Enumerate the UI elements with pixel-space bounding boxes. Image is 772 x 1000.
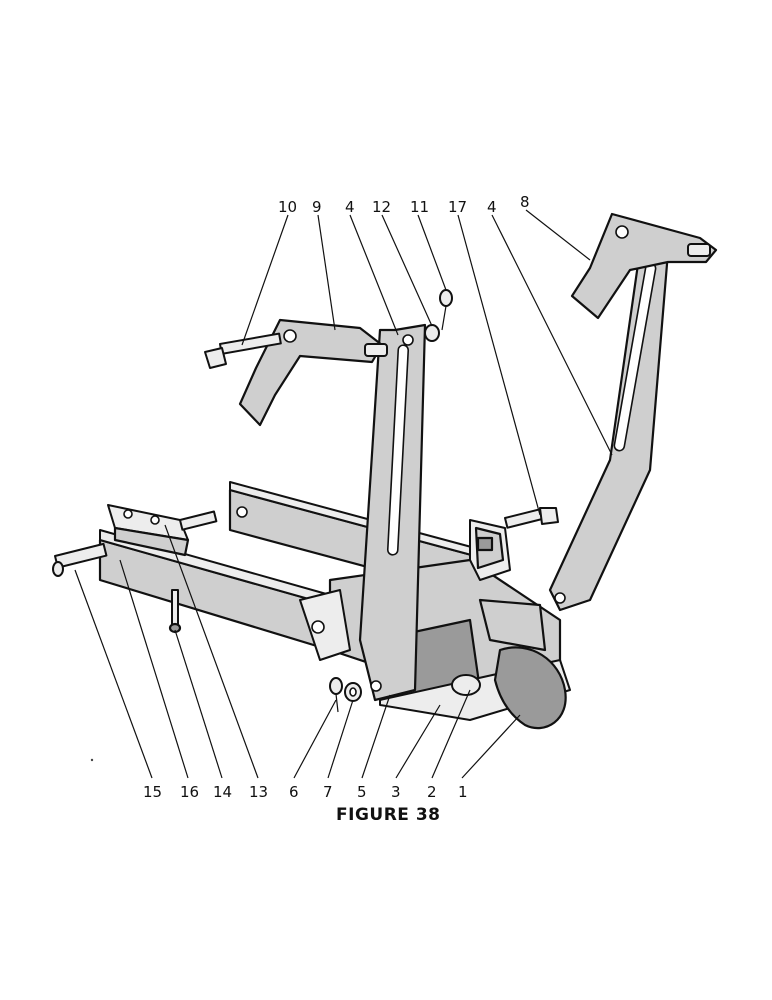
callout-6: 6: [289, 783, 299, 801]
callout-4-right: 4: [487, 198, 497, 216]
right-link: [548, 248, 670, 612]
leader-lines-top: [241, 209, 613, 516]
left-link: [358, 323, 427, 702]
bolt-14: [168, 589, 182, 634]
callouts-bottom: 15 16 14 13 6 7 5 3 2 1: [143, 783, 468, 801]
figure-caption: FIGURE 38: [336, 805, 440, 825]
callout-3: 3: [391, 783, 401, 801]
left-top-bracket: [238, 318, 388, 427]
callout-10: 10: [278, 198, 297, 216]
callout-16: 16: [180, 783, 199, 801]
callout-9: 9: [312, 198, 322, 216]
right-top-bracket: [570, 212, 718, 320]
hitch-jaw: [451, 598, 567, 730]
callout-12: 12: [372, 198, 391, 216]
scan-speck: [90, 758, 94, 762]
callout-4-left: 4: [345, 198, 355, 216]
callout-15: 15: [143, 783, 162, 801]
leader-lines-bottom: [74, 524, 521, 779]
callout-5: 5: [357, 783, 367, 801]
washer-pin-bottom: [329, 677, 362, 713]
bolt-17: [503, 507, 559, 529]
bolt-10: [204, 332, 282, 369]
washer-pin-top: [424, 289, 453, 342]
front-bracket: [107, 504, 190, 557]
callouts-top: 10 9 4 12 11 17 4 8: [278, 193, 530, 216]
callout-14: 14: [213, 783, 232, 801]
clamp-bracket: [469, 519, 511, 581]
callout-13: 13: [249, 783, 268, 801]
callout-8: 8: [520, 193, 530, 211]
callout-7: 7: [323, 783, 333, 801]
callout-17: 17: [448, 198, 467, 216]
callout-11: 11: [410, 198, 429, 216]
callout-1: 1: [458, 783, 468, 801]
long-pin: [52, 510, 218, 577]
callout-2: 2: [427, 783, 437, 801]
